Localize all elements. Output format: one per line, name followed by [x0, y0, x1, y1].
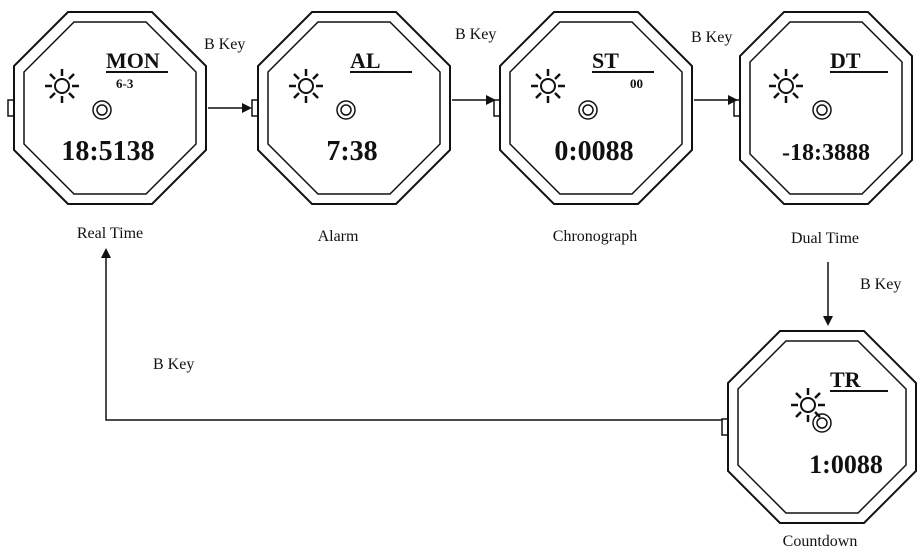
key-label-1: B Key: [204, 36, 245, 53]
watch-countdown: TR 1:0088: [721, 330, 917, 524]
time-display: 7:38: [326, 136, 377, 167]
watch-alarm: AL 7:38: [251, 11, 451, 205]
watch-chronograph: ST 00 0:0088: [493, 11, 693, 205]
watch-side-button: [251, 99, 259, 117]
mode-indicator-icon: [336, 100, 356, 120]
mode-indicator-icon: [812, 413, 832, 433]
mode-label: DT: [830, 48, 861, 73]
mode-indicator-icon: [92, 100, 112, 120]
watch-outer-case: [257, 11, 451, 205]
time-display: -18:3888: [782, 140, 870, 166]
mode-label: MON: [106, 48, 160, 73]
watch-outer-case: [727, 330, 917, 524]
sub-display: 00: [630, 76, 643, 91]
watch-inner-face: [737, 340, 907, 514]
sub-display: 6-3: [116, 76, 134, 91]
light-icon: [791, 388, 825, 422]
mode-label: AL: [350, 48, 381, 73]
mode-indicator-icon: [812, 100, 832, 120]
watch-side-button: [493, 99, 501, 117]
watch-inner-face: [509, 21, 683, 195]
watch-outer-case: [13, 11, 207, 205]
watch-inner-face: [23, 21, 197, 195]
key-label-3: B Key: [691, 29, 732, 46]
caption-dual-time: Dual Time: [791, 230, 859, 247]
time-display: 18:5138: [61, 136, 154, 167]
mode-indicator-icon: [578, 100, 598, 120]
watch-inner-face: [749, 21, 903, 195]
arrow-countdown-to-real-time: [101, 248, 722, 421]
watch-real-time: MON 6-3 18:5138: [7, 11, 207, 205]
light-icon: [531, 69, 565, 103]
time-display: 0:0088: [554, 136, 633, 167]
key-label-2: B Key: [455, 26, 496, 43]
key-label-4: B Key: [860, 276, 901, 293]
watch-side-button: [721, 418, 729, 436]
watch-side-button: [7, 99, 15, 117]
mode-label: TR: [830, 367, 862, 392]
caption-chronograph: Chronograph: [553, 228, 637, 245]
mode-label: ST: [592, 48, 619, 73]
watch-dual-time: DT -18:3888: [733, 11, 913, 205]
watch-outer-case: [739, 11, 913, 205]
caption-real-time: Real Time: [77, 225, 143, 242]
time-display: 1:0088: [809, 450, 883, 479]
key-label-5: B Key: [153, 356, 194, 373]
light-icon: [289, 69, 323, 103]
light-icon: [769, 69, 803, 103]
caption-alarm: Alarm: [318, 228, 359, 245]
watch-outer-case: [499, 11, 693, 205]
caption-countdown: Countdown: [783, 533, 858, 550]
light-icon: [45, 69, 79, 103]
watch-inner-face: [267, 21, 441, 195]
